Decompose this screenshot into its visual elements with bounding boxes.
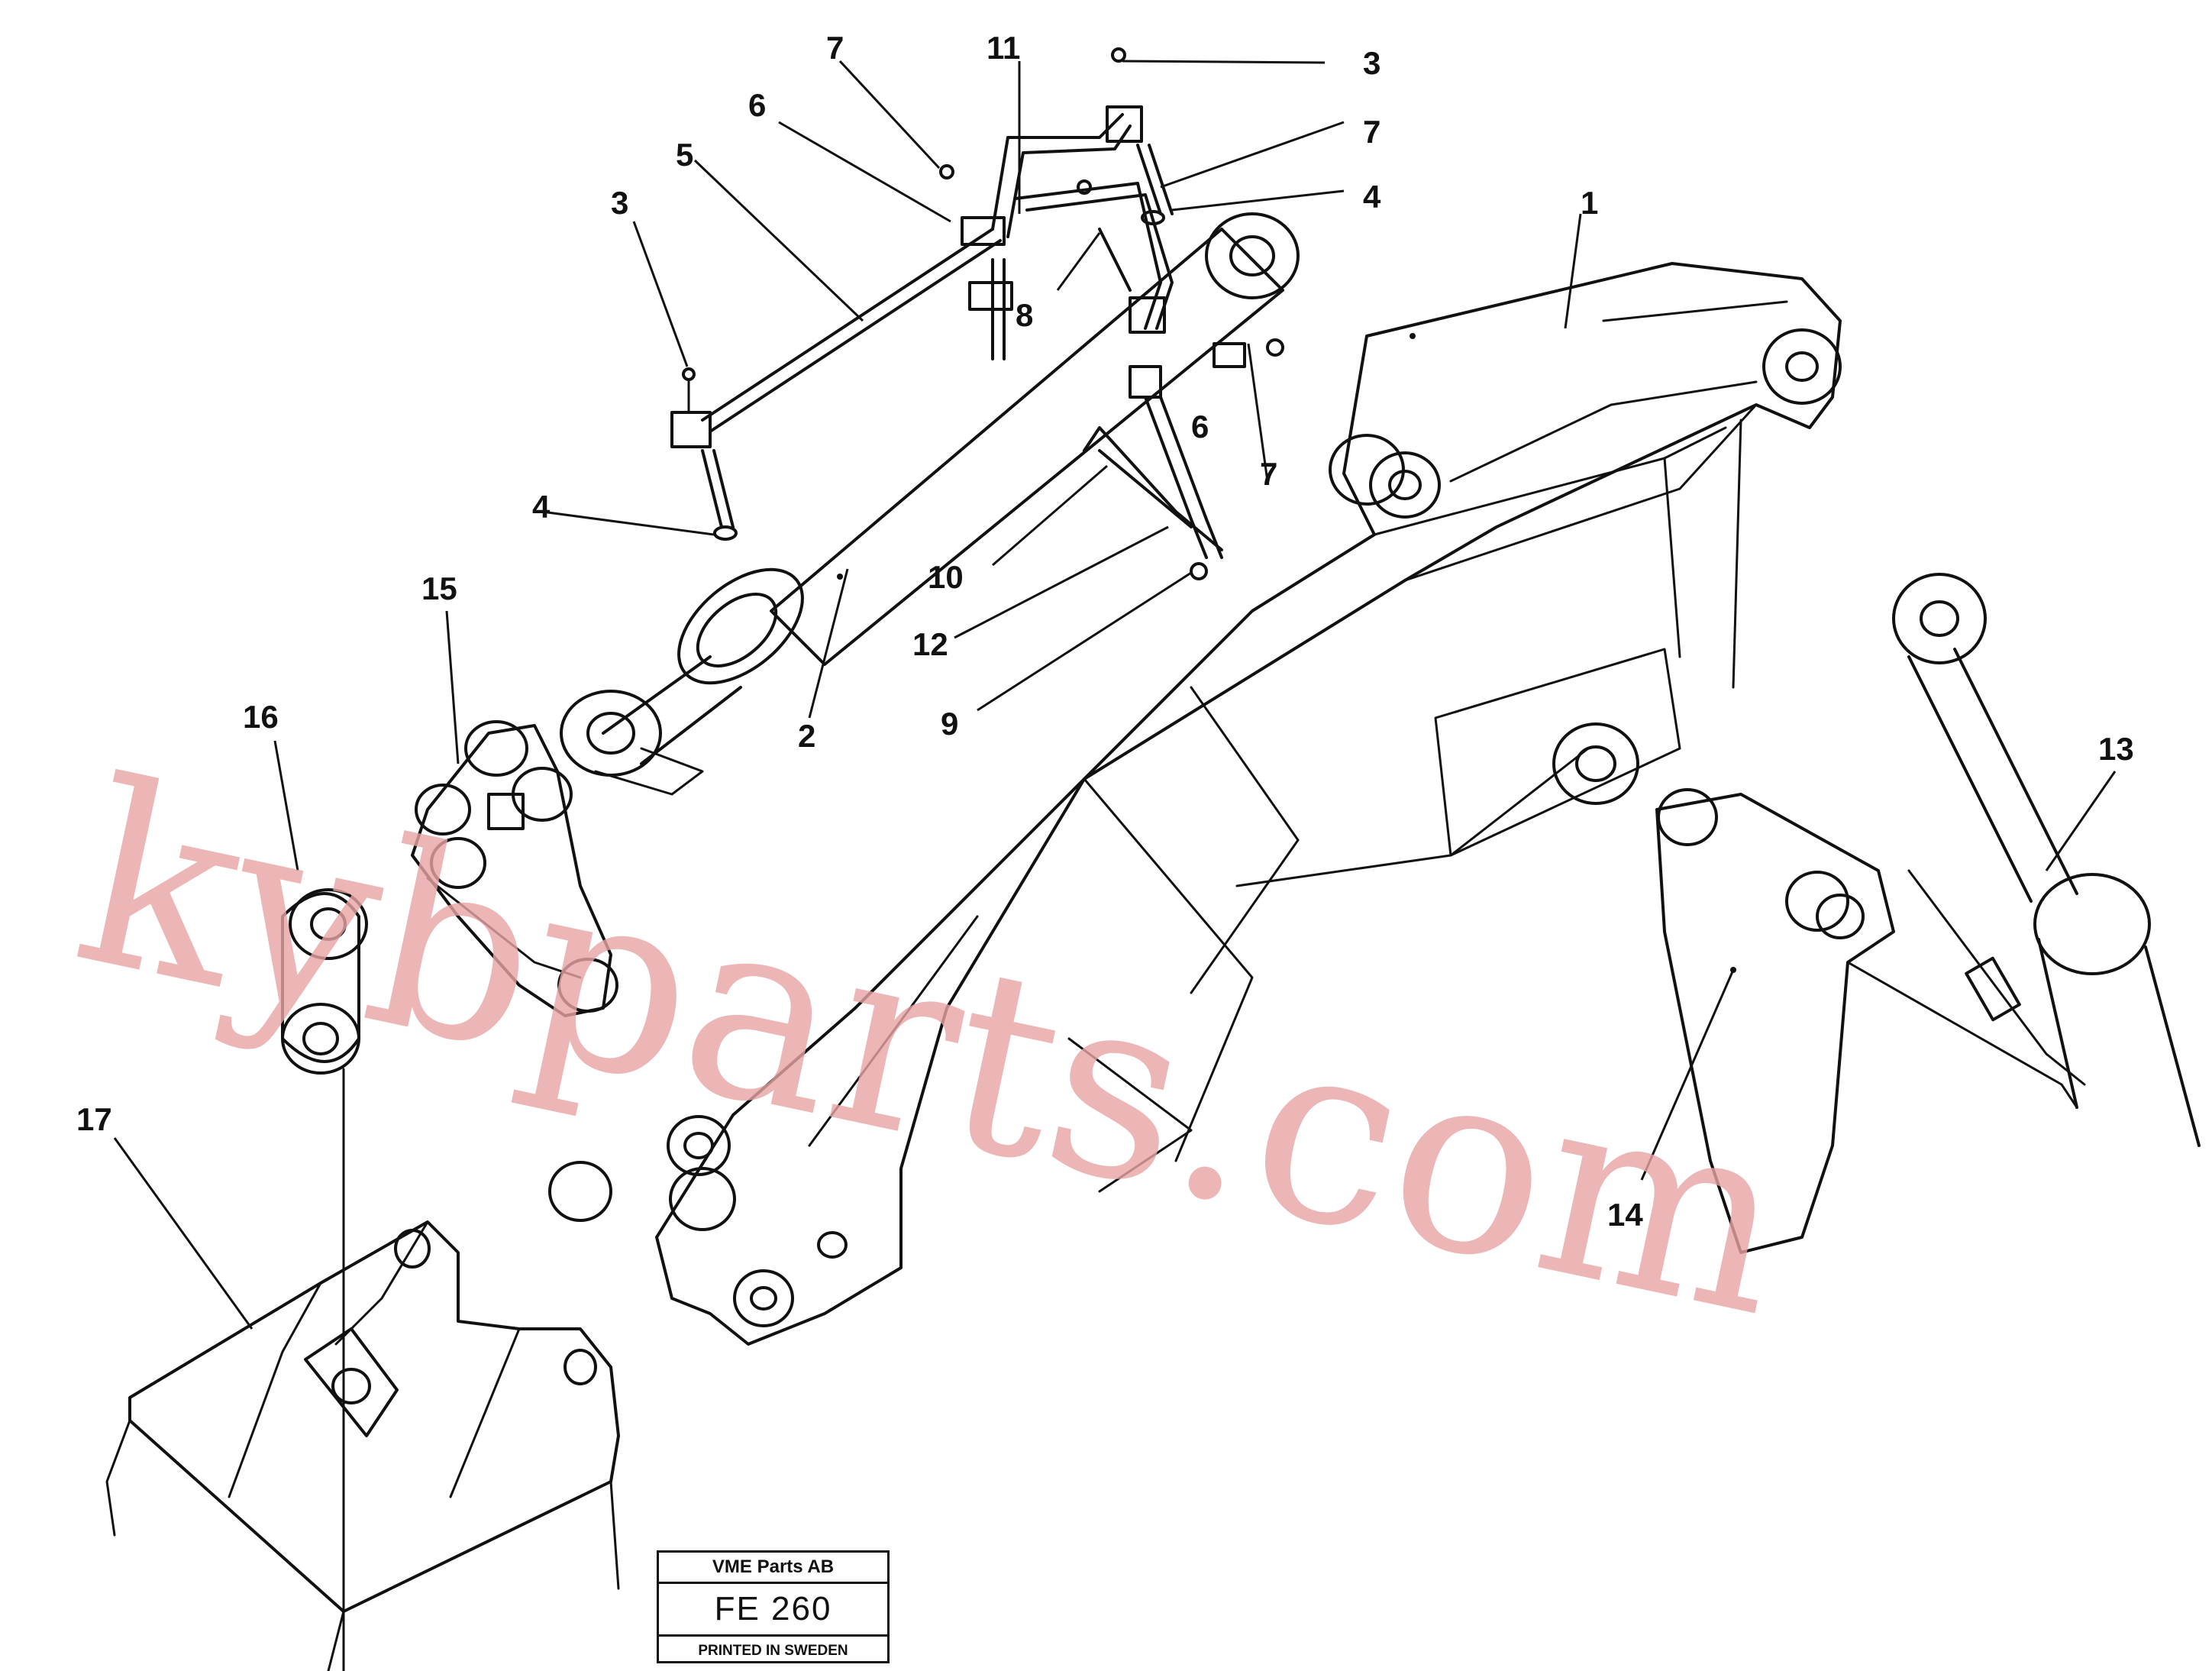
callout-4b: 4	[532, 489, 551, 525]
callout-17: 17	[76, 1101, 112, 1137]
callout-7a: 7	[826, 30, 844, 66]
arm-cylinder-drawing	[560, 228, 1284, 796]
boom-pivot-bosses	[548, 212, 1842, 1327]
boom-drawing	[655, 262, 1842, 1346]
link-15-drawing	[411, 720, 618, 1017]
title-stamp: VME Parts AB FE 260 PRINTED IN SWEDEN	[657, 1550, 890, 1663]
callout-2: 2	[798, 718, 815, 754]
callout-13: 13	[2098, 731, 2134, 767]
stamp-company: VME Parts AB	[659, 1553, 887, 1584]
callout-6a: 6	[748, 87, 766, 123]
callout-11: 11	[987, 30, 1020, 66]
leader-lines	[113, 60, 2117, 1330]
callout-10: 10	[928, 559, 964, 595]
stamp-printed: PRINTED IN SWEDEN	[698, 1643, 848, 1659]
callout-4a: 4	[1363, 179, 1381, 215]
bucket-cylinder-13-drawing	[1892, 573, 2201, 1147]
callout-9: 9	[941, 706, 958, 742]
callout-6b: 6	[1191, 409, 1209, 444]
callout-7c: 7	[1260, 456, 1277, 492]
hose-pipe-assembly	[670, 47, 1284, 580]
watermark-text: kybparts.com	[57, 726, 1810, 1373]
callout-15: 15	[421, 570, 457, 606]
callout-3a: 3	[1363, 45, 1380, 81]
callout-8: 8	[1016, 297, 1033, 333]
mount-14-drawing	[1655, 788, 2086, 1254]
callout-5: 5	[676, 137, 693, 173]
bucket-17-drawing	[105, 1220, 620, 1671]
callout-labels: 1 2 3 3 4 4 5 6 6 7 7 7 8 9 10 11 12 13 …	[76, 30, 2134, 1233]
callout-3b: 3	[611, 185, 628, 221]
stamp-code: FE 260	[659, 1584, 887, 1637]
callout-7b: 7	[1363, 114, 1380, 150]
callout-12: 12	[912, 626, 948, 662]
callout-14: 14	[1607, 1197, 1643, 1233]
callout-16: 16	[243, 699, 279, 735]
callout-1: 1	[1581, 185, 1598, 221]
